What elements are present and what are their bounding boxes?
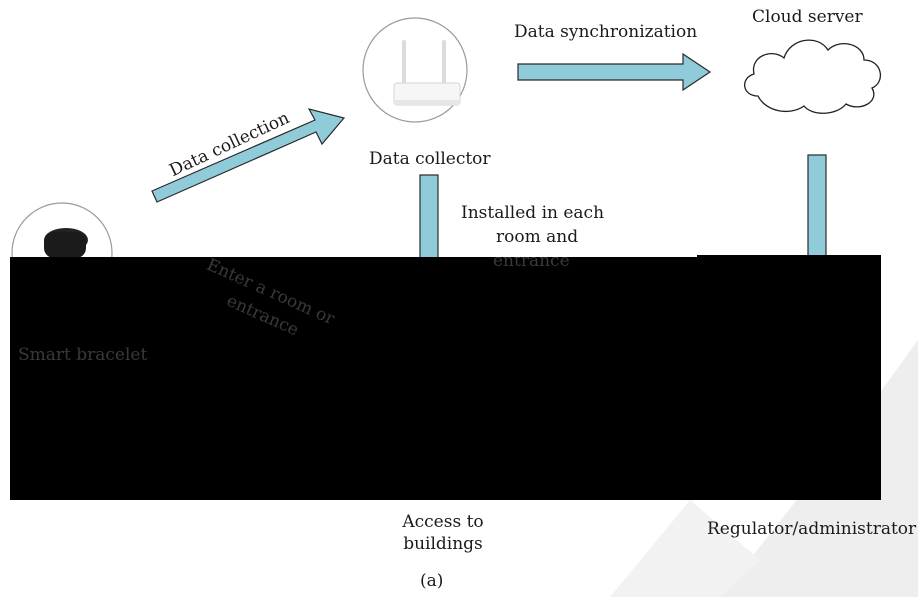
- label-cloud-server: Cloud server: [752, 7, 863, 27]
- bar-collector-down: [419, 174, 439, 262]
- watermark-shape-bottom: [610, 500, 760, 597]
- label-smart-bracelet: Smart bracelet: [18, 345, 148, 365]
- figure-caption: (a): [420, 571, 444, 591]
- label-access-line2: buildings: [403, 534, 483, 554]
- label-regulator: Regulator/administrator: [707, 519, 917, 539]
- cloud-icon: [744, 39, 882, 114]
- label-data-synchronization: Data synchronization: [514, 22, 698, 42]
- label-installed-line3: entrance: [493, 251, 570, 271]
- arrow-data-synchronization: [517, 52, 712, 92]
- wifi-router-icon: [362, 17, 468, 123]
- label-installed-line1: Installed in each: [461, 203, 605, 223]
- arrow-data-collection: [151, 108, 346, 203]
- redaction-block: [10, 257, 881, 500]
- label-data-collector: Data collector: [369, 149, 491, 169]
- bar-cloud-down: [807, 154, 827, 262]
- label-access-line1: Access to: [402, 512, 484, 532]
- redaction-block-top-edge: [697, 255, 881, 259]
- watermark-shape-right: [720, 340, 918, 597]
- label-installed-line2: room and: [496, 227, 579, 247]
